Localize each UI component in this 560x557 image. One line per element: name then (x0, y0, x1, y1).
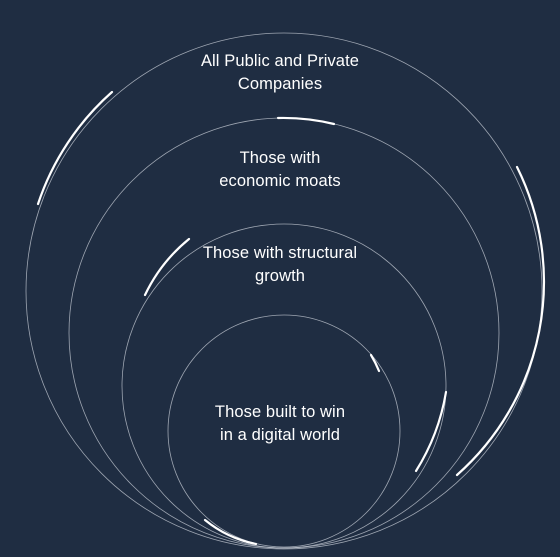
label-all-companies: All Public and Private Companies (0, 50, 560, 96)
ring-digital-world (167, 314, 401, 548)
label-economic-moats-line2: economic moats (219, 172, 341, 190)
label-all-companies-line1: All Public and Private (200, 52, 360, 70)
accent-arc-moats-right (414, 390, 448, 473)
accent-arc-outer-right (455, 165, 546, 477)
label-economic-moats-line1: Those with (239, 149, 321, 167)
label-digital-world: Those built to win in a digital world (0, 401, 560, 447)
label-digital-world-line1: Those built to win (214, 403, 346, 421)
accent-arc-moats-top (276, 116, 336, 126)
label-structural-growth-line1: Those with structural (202, 244, 358, 262)
accent-arc-bottom (203, 518, 258, 546)
label-economic-moats: Those with economic moats (0, 147, 560, 193)
ring-structural-growth (121, 223, 447, 549)
ring-all-companies (25, 32, 543, 550)
accent-arc-digital-right (369, 353, 381, 373)
label-structural-growth: Those with structural growth (0, 242, 560, 288)
label-all-companies-line2: Companies (237, 75, 323, 93)
accent-arc-outer-left (36, 90, 114, 206)
label-structural-growth-line2: growth (254, 267, 306, 285)
accent-arc-growth-left (143, 237, 191, 297)
label-digital-world-line2: in a digital world (219, 426, 341, 444)
